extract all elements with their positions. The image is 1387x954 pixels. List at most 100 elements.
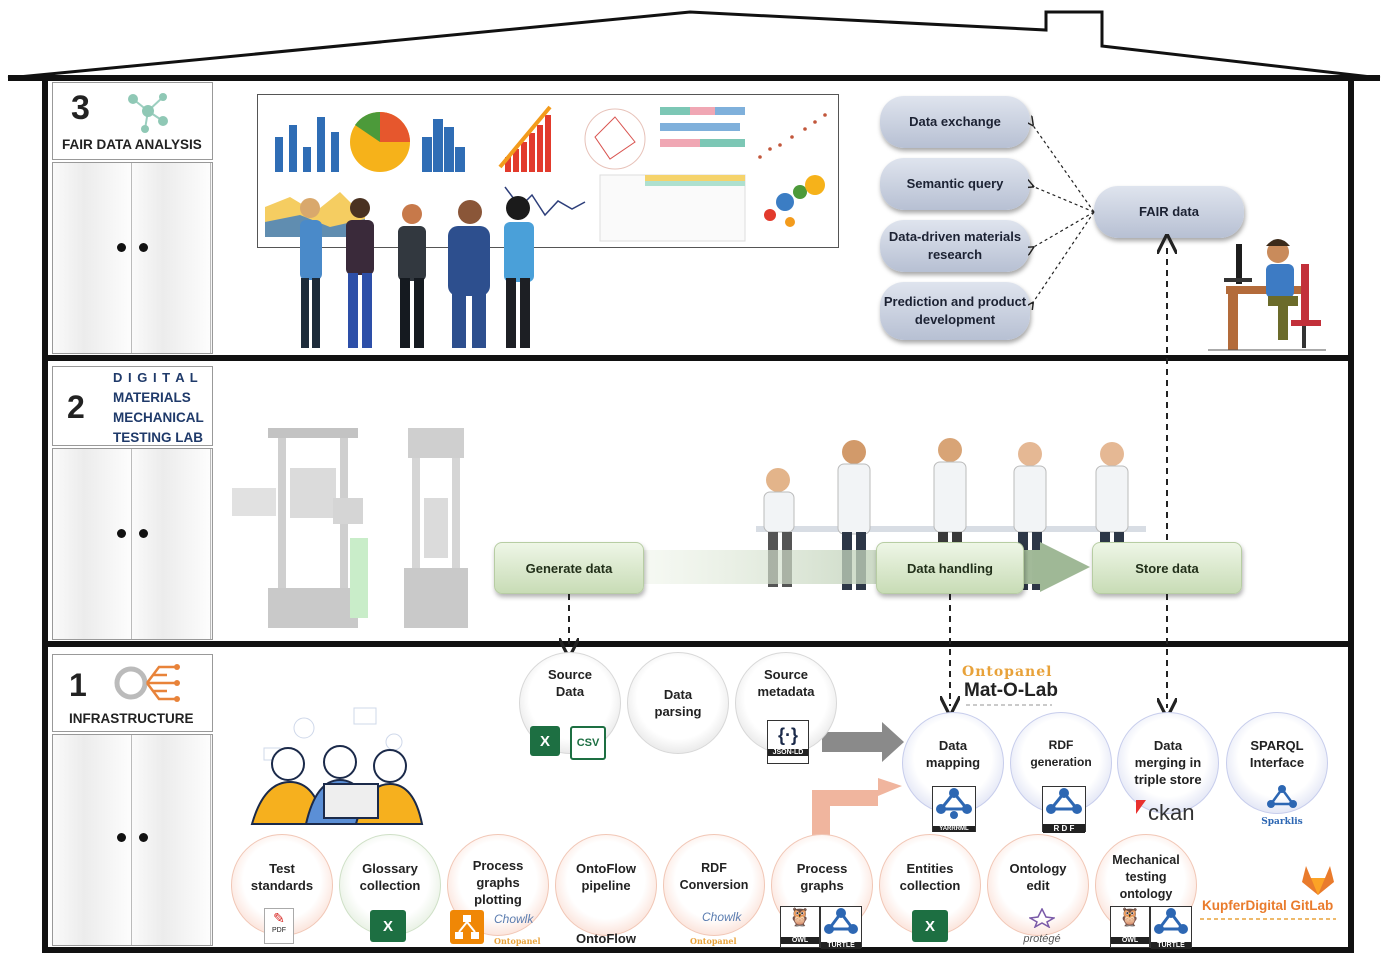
diagram-nodes-icon (455, 915, 479, 939)
circle-glossary-collection: Glossary collection (339, 834, 441, 936)
wall-right (1348, 74, 1354, 952)
csv-icon: CSV (570, 726, 606, 760)
rdf-generation-label: RDF generation (1030, 738, 1092, 769)
excel-entities-text: X (924, 917, 935, 935)
circle-ontoflow-pipeline: OntoFlow pipeline (555, 834, 657, 936)
rdf-conversion-label: RDF Conversion (679, 861, 749, 892)
owl-text-1: OWL (781, 937, 819, 944)
ontopanel-brand: Ontopanel (962, 664, 1053, 680)
data-merging-label: Data merging in triple store (1134, 737, 1202, 787)
excel-glossary-text: X (382, 917, 393, 935)
pill-fair-data: FAIR data (1094, 186, 1244, 238)
network-icon (128, 93, 168, 133)
acrobat-icon: ✎ (273, 910, 285, 926)
owl-text-2: OWL (1111, 937, 1149, 944)
floor1-title: INFRASTRUCTURE (69, 711, 194, 726)
floor2-title-line3: MECHANICAL (113, 410, 204, 425)
floor2-title-line1: D I G I T A L (113, 370, 199, 385)
rdf-graph-icon (936, 788, 972, 819)
store-data-box: Store data (1092, 542, 1242, 594)
floor1-number: 1 (69, 667, 87, 703)
floor1-label: 1 INFRASTRUCTURE (52, 654, 213, 732)
floor3-label: 3 FAIR DATA ANALYSIS (52, 82, 213, 160)
data-parsing-label: Data parsing (654, 687, 702, 719)
circle-ontology-edit: Ontology edit (987, 834, 1089, 936)
excel-icon-text: X (539, 732, 550, 750)
dashboard-charts-illustration (265, 105, 827, 242)
floor2-number: 2 (67, 389, 85, 425)
floor-divider-3-2 (42, 355, 1354, 361)
magnifier-network-icon (114, 664, 180, 702)
sparql-interface-label: SPARQL Interface (1249, 738, 1305, 770)
data-mapping-label: Data mapping (925, 738, 981, 770)
ontoflow-pipeline-label: OntoFlow pipeline (576, 861, 636, 893)
glossary-collection-label: Glossary collection (359, 861, 421, 893)
pill-data-exchange: Data exchange (880, 96, 1030, 148)
turtle-text-2: TURTLE (1151, 942, 1191, 949)
entities-collection-label: Entities collection (899, 861, 961, 893)
rdf-graph-icon (824, 908, 858, 934)
protege-text: protégé (1023, 933, 1061, 945)
owl-icon-1: 🦉 OWL (780, 906, 820, 948)
floor2-label: 2 D I G I T A L MATERIALS MECHANICAL TES… (52, 366, 213, 446)
yarrrml-icon: YARRRML (932, 786, 976, 832)
mechanical-testing-ontology-label: Mechanical testing ontology (1112, 852, 1180, 901)
analysts-illustration (300, 196, 534, 348)
ontopanel-logo-1: Ontopanel (494, 936, 541, 946)
floor3-number: 3 (71, 89, 90, 127)
wall-left (42, 74, 48, 952)
ckan-logo: ckan (1136, 800, 1194, 826)
generate-data-box: Generate data (494, 542, 644, 594)
json-ld-text: JSON-LD (768, 749, 808, 756)
gitlab-icon (1302, 866, 1334, 895)
rdf-graph-icon (1046, 788, 1082, 814)
ontoflow-logo: OntoFlow (576, 931, 636, 946)
circle-source-metadata: Source metadata (735, 652, 837, 754)
data-handling-box: Data handling (876, 542, 1024, 594)
owl-symbol-icon: 🦉 (788, 907, 812, 927)
floor2-door (52, 448, 213, 640)
rdf-graph-icon (1267, 785, 1297, 808)
turtle-icon-1: TURTLE (820, 906, 862, 949)
chowlk-text-1: Chowlk (494, 912, 534, 926)
owl-symbol-icon: 🦉 (1118, 907, 1142, 927)
floor2-title-line2: MATERIALS (113, 390, 191, 405)
floor3-door (52, 162, 213, 354)
process-graphs-plotting-label: Process graphs plotting (472, 857, 524, 907)
sparklis-icon: Sparklis (1252, 784, 1312, 827)
excel-icon-glossary: X (370, 910, 406, 942)
ontopanel-logo-2: Ontopanel (690, 936, 737, 946)
ground-line (42, 947, 1354, 953)
circle-rdf-generation: RDF generation (1010, 712, 1112, 814)
circle-data-merging: Data merging in triple store (1117, 712, 1219, 814)
chowlk-logo-1: Chowlk (494, 912, 533, 926)
team-illustration (250, 707, 424, 825)
floor3-title: FAIR DATA ANALYSIS (62, 137, 202, 152)
house-roof (7, 10, 1381, 81)
testing-machines-illustration (232, 428, 468, 628)
circle-rdf-conversion: RDF Conversion (663, 834, 765, 936)
csv-icon-text: CSV (576, 737, 600, 749)
yarrrml-text: YARRRML (933, 826, 975, 832)
sparklis-text: Sparklis (1261, 817, 1303, 827)
pdf-icon: ✎ PDF (264, 908, 294, 944)
turtle-icon-2: TURTLE (1150, 906, 1192, 949)
owl-icon-2: 🦉 OWL (1110, 906, 1150, 948)
json-ld-icon: {·} JSON-LD (767, 720, 809, 764)
rdf-graph-icon (1154, 908, 1188, 934)
chowlk-logo-2: Chowlk (702, 910, 741, 924)
excel-icon: X (530, 726, 560, 756)
pill-prediction-development: Prediction and product development (880, 282, 1030, 340)
circle-data-parsing: Data parsing (627, 652, 729, 754)
floor2-title-line4: TESTING LAB (113, 430, 203, 445)
gitlab-label: KupferDigital GitLab (1202, 898, 1334, 913)
fair-arrows (1028, 110, 1095, 310)
researcher-at-desk-illustration (1208, 239, 1326, 351)
json-ld-braces-icon: {·} (777, 725, 798, 745)
process-graphs-label: Process graphs (796, 861, 848, 893)
floor1-door (52, 734, 213, 946)
source-data-label: Source Data (547, 667, 593, 699)
protege-logo: protégé (1018, 907, 1066, 945)
pill-semantic-query: Semantic query (880, 158, 1030, 210)
